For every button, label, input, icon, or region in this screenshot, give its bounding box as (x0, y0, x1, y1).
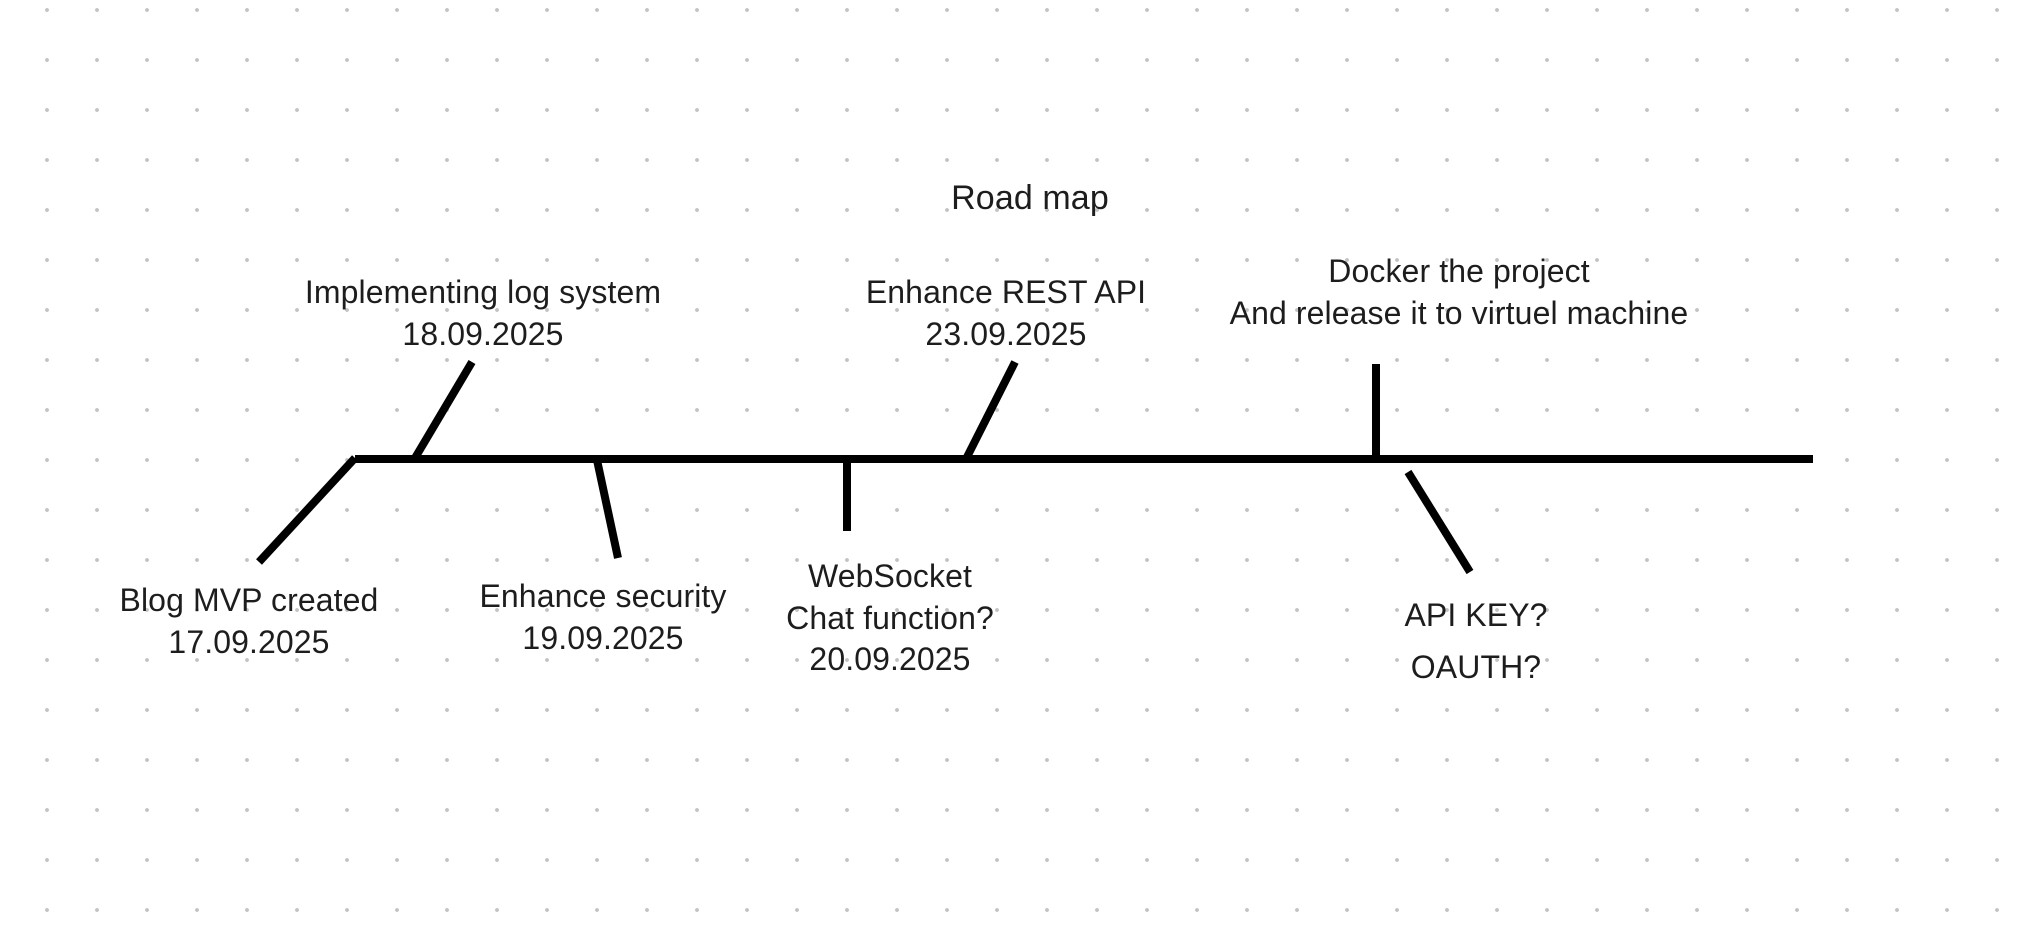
milestone-label-line: WebSocket (808, 558, 972, 594)
milestone-label-line: 18.09.2025 (402, 315, 564, 352)
milestone-label-line: Implementing log system (304, 274, 662, 310)
milestone-label-line: 20.09.2025 (809, 641, 971, 678)
milestone-label-line: 23.09.2025 (925, 315, 1087, 352)
milestone-label-line: OAUTH? (1410, 648, 1542, 685)
milestone-label-enhance-security: Enhance security 19.09.2025 (223, 576, 983, 659)
connector-implementing-log-system (411, 359, 476, 461)
page-title: Road map (830, 88, 1230, 309)
milestone-label-api-key-oauth: API KEY? OAUTH? (1096, 595, 1856, 688)
milestone-label-line: And release it to virtuel machine (1229, 294, 1689, 331)
milestone-label-line: API KEY? (1404, 597, 1548, 633)
connector-blog-mvp-created (256, 455, 358, 565)
milestone-label-line: Docker the project (1328, 253, 1590, 289)
page-title-text: Road map (951, 179, 1109, 218)
milestone-label-line: 17.09.2025 (168, 623, 330, 660)
milestone-label-line: Enhance security (479, 578, 727, 614)
milestone-label-line: Chat function? (786, 599, 994, 636)
milestone-label-line: 19.09.2025 (522, 619, 684, 656)
milestone-label-enhance-rest-api: Enhance REST API 23.09.2025 (626, 272, 1386, 355)
connector-api-key-oauth (1404, 469, 1474, 575)
milestone-label-implementing-log-system: Implementing log system 18.09.2025 (103, 272, 863, 355)
connector-enhance-rest-api (962, 360, 1019, 461)
milestone-label-blog-mvp-created: Blog MVP created 17.09.2025 (0, 580, 629, 663)
label-line-gap (1096, 637, 1856, 647)
milestone-label-line: Enhance REST API (865, 274, 1147, 310)
milestone-label-line: Blog MVP created (119, 582, 379, 618)
connector-enhance-security (593, 459, 622, 559)
